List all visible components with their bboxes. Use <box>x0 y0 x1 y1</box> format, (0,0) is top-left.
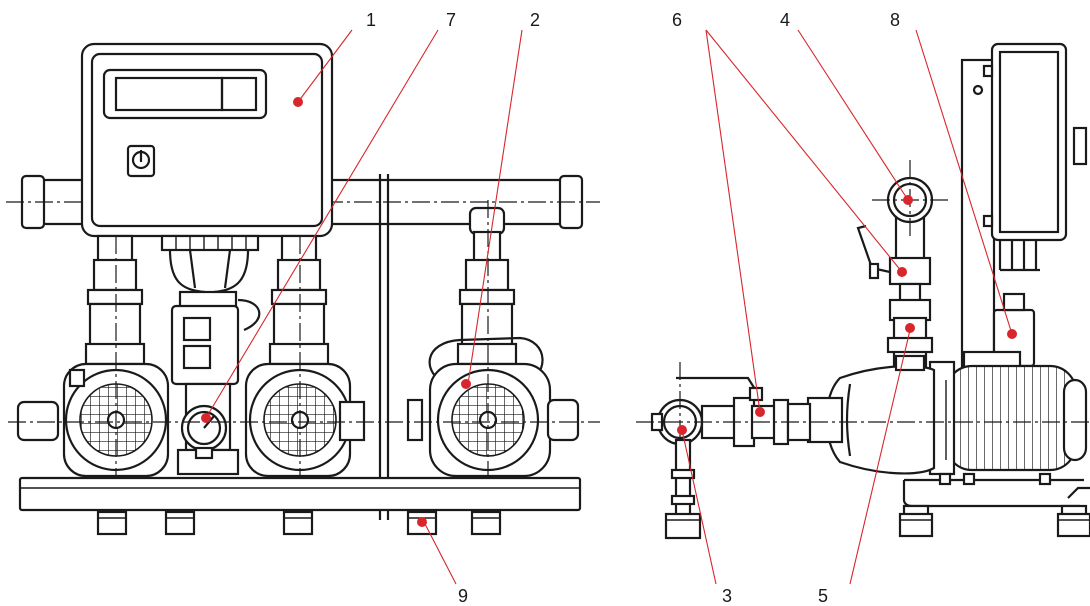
pump-2 <box>244 234 366 500</box>
pump-3 <box>406 200 580 500</box>
cable-glands <box>160 234 260 252</box>
callout-6: 6 <box>672 10 682 30</box>
side-base-frame <box>902 472 1090 508</box>
main-switch-icon <box>126 144 156 178</box>
leader-lines <box>205 29 1013 585</box>
marker-dots <box>201 97 1017 527</box>
base-frame <box>18 476 582 512</box>
collector-support <box>664 438 702 540</box>
marker-dot-9 <box>417 517 427 527</box>
callout-labels: 1 7 2 6 4 8 9 3 5 <box>366 10 900 606</box>
callout-9: 9 <box>458 586 468 606</box>
callout-1: 1 <box>366 10 376 30</box>
callout-7: 7 <box>446 10 456 30</box>
marker-dot-4 <box>903 195 913 205</box>
pump-volute <box>806 365 936 475</box>
callout-5: 5 <box>818 586 828 606</box>
callout-4: 4 <box>780 10 790 30</box>
callout-3: 3 <box>722 586 732 606</box>
front-feet <box>96 510 502 536</box>
pump-1 <box>16 234 170 500</box>
discharge-line <box>856 210 934 372</box>
marker-dot-5 <box>905 323 915 333</box>
marker-dot-8 <box>1007 329 1017 339</box>
pressure-gauge <box>180 404 228 460</box>
marker-dot-1 <box>293 97 303 107</box>
side-feet <box>898 504 1090 538</box>
marker-dot-3 <box>677 425 687 435</box>
motor <box>928 360 1088 476</box>
front-view <box>6 42 600 536</box>
side-view <box>636 42 1090 540</box>
callout-8: 8 <box>890 10 900 30</box>
marker-dot-7 <box>201 413 211 423</box>
marker-dot-6b <box>897 267 907 277</box>
marker-dot-6a <box>755 407 765 417</box>
marker-dot-2 <box>461 379 471 389</box>
control-cabinet <box>80 42 334 294</box>
callout-2: 2 <box>530 10 540 30</box>
